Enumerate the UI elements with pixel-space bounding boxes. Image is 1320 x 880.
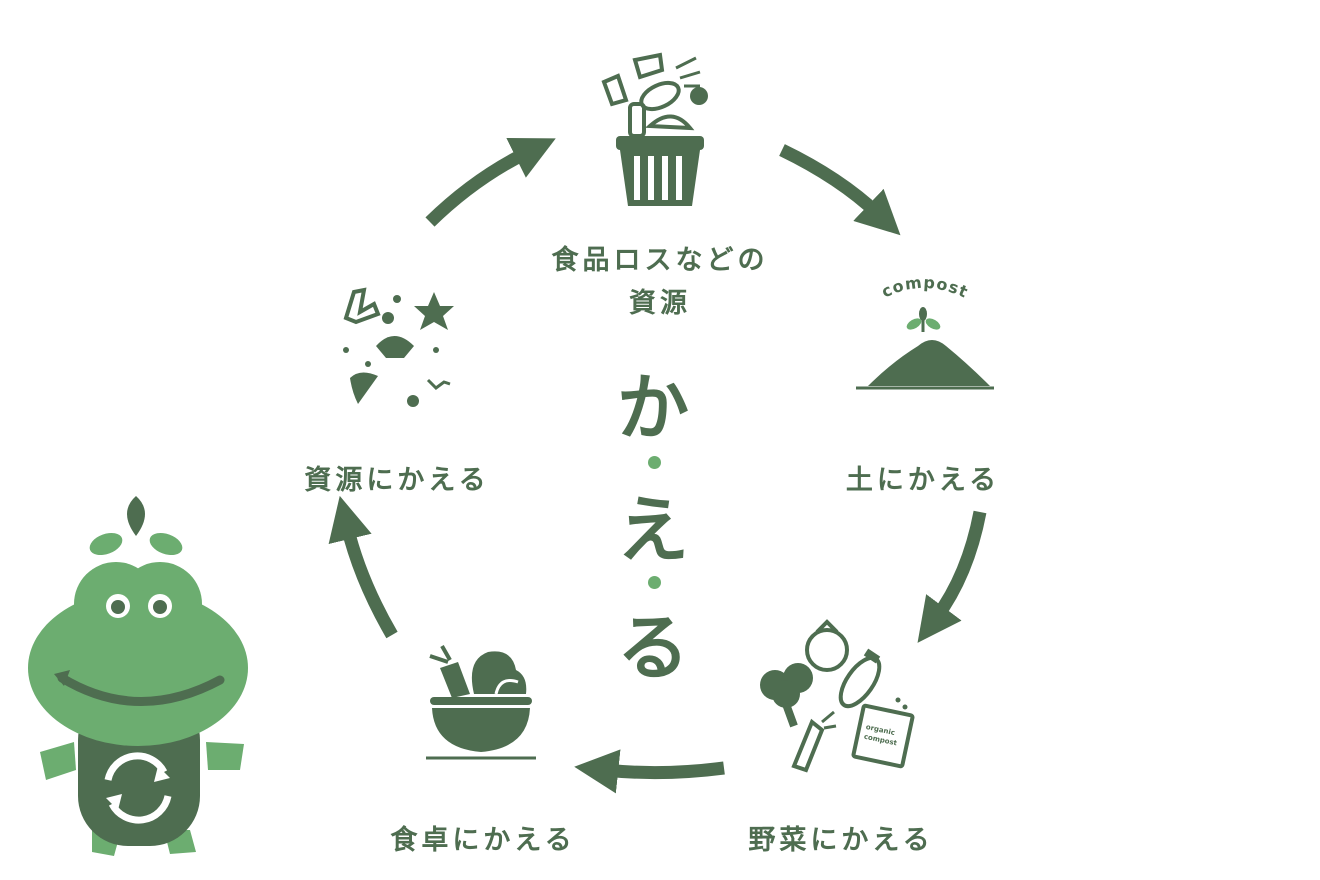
- center-char-ru: る: [616, 606, 689, 690]
- arrow-top-left: [425, 138, 556, 227]
- center-char-e: え: [616, 488, 689, 572]
- salad-bowl-icon: [426, 645, 536, 760]
- arrow-top-right: [779, 144, 901, 236]
- label-return-to-table: 食卓にかえる: [390, 825, 576, 856]
- arrow-right: [917, 510, 987, 643]
- center-dot-1: [648, 456, 661, 469]
- label-food-loss-line1: 食品ロスなどの: [551, 245, 769, 276]
- frog-mascot-icon: [28, 496, 248, 856]
- label-return-to-resources: 資源にかえる: [304, 465, 490, 496]
- resources-icon: [343, 287, 454, 407]
- label-return-to-vegetables: 野菜にかえる: [748, 825, 934, 856]
- trash-can-icon: [601, 52, 708, 206]
- vegetables-icon: [760, 619, 915, 773]
- arrow-bottom: [574, 749, 725, 794]
- center-dot-2: [648, 576, 661, 589]
- compost-arc-text: compost: [878, 273, 971, 302]
- arrow-left: [328, 495, 398, 639]
- label-food-loss-line2: 資源: [629, 288, 691, 319]
- center-char-ka: か: [616, 366, 689, 450]
- label-return-to-soil: 土にかえる: [845, 465, 1001, 496]
- label-food-loss-resources: 食品ロスなどの 資源: [540, 238, 780, 320]
- compost-pile-icon: [856, 307, 994, 390]
